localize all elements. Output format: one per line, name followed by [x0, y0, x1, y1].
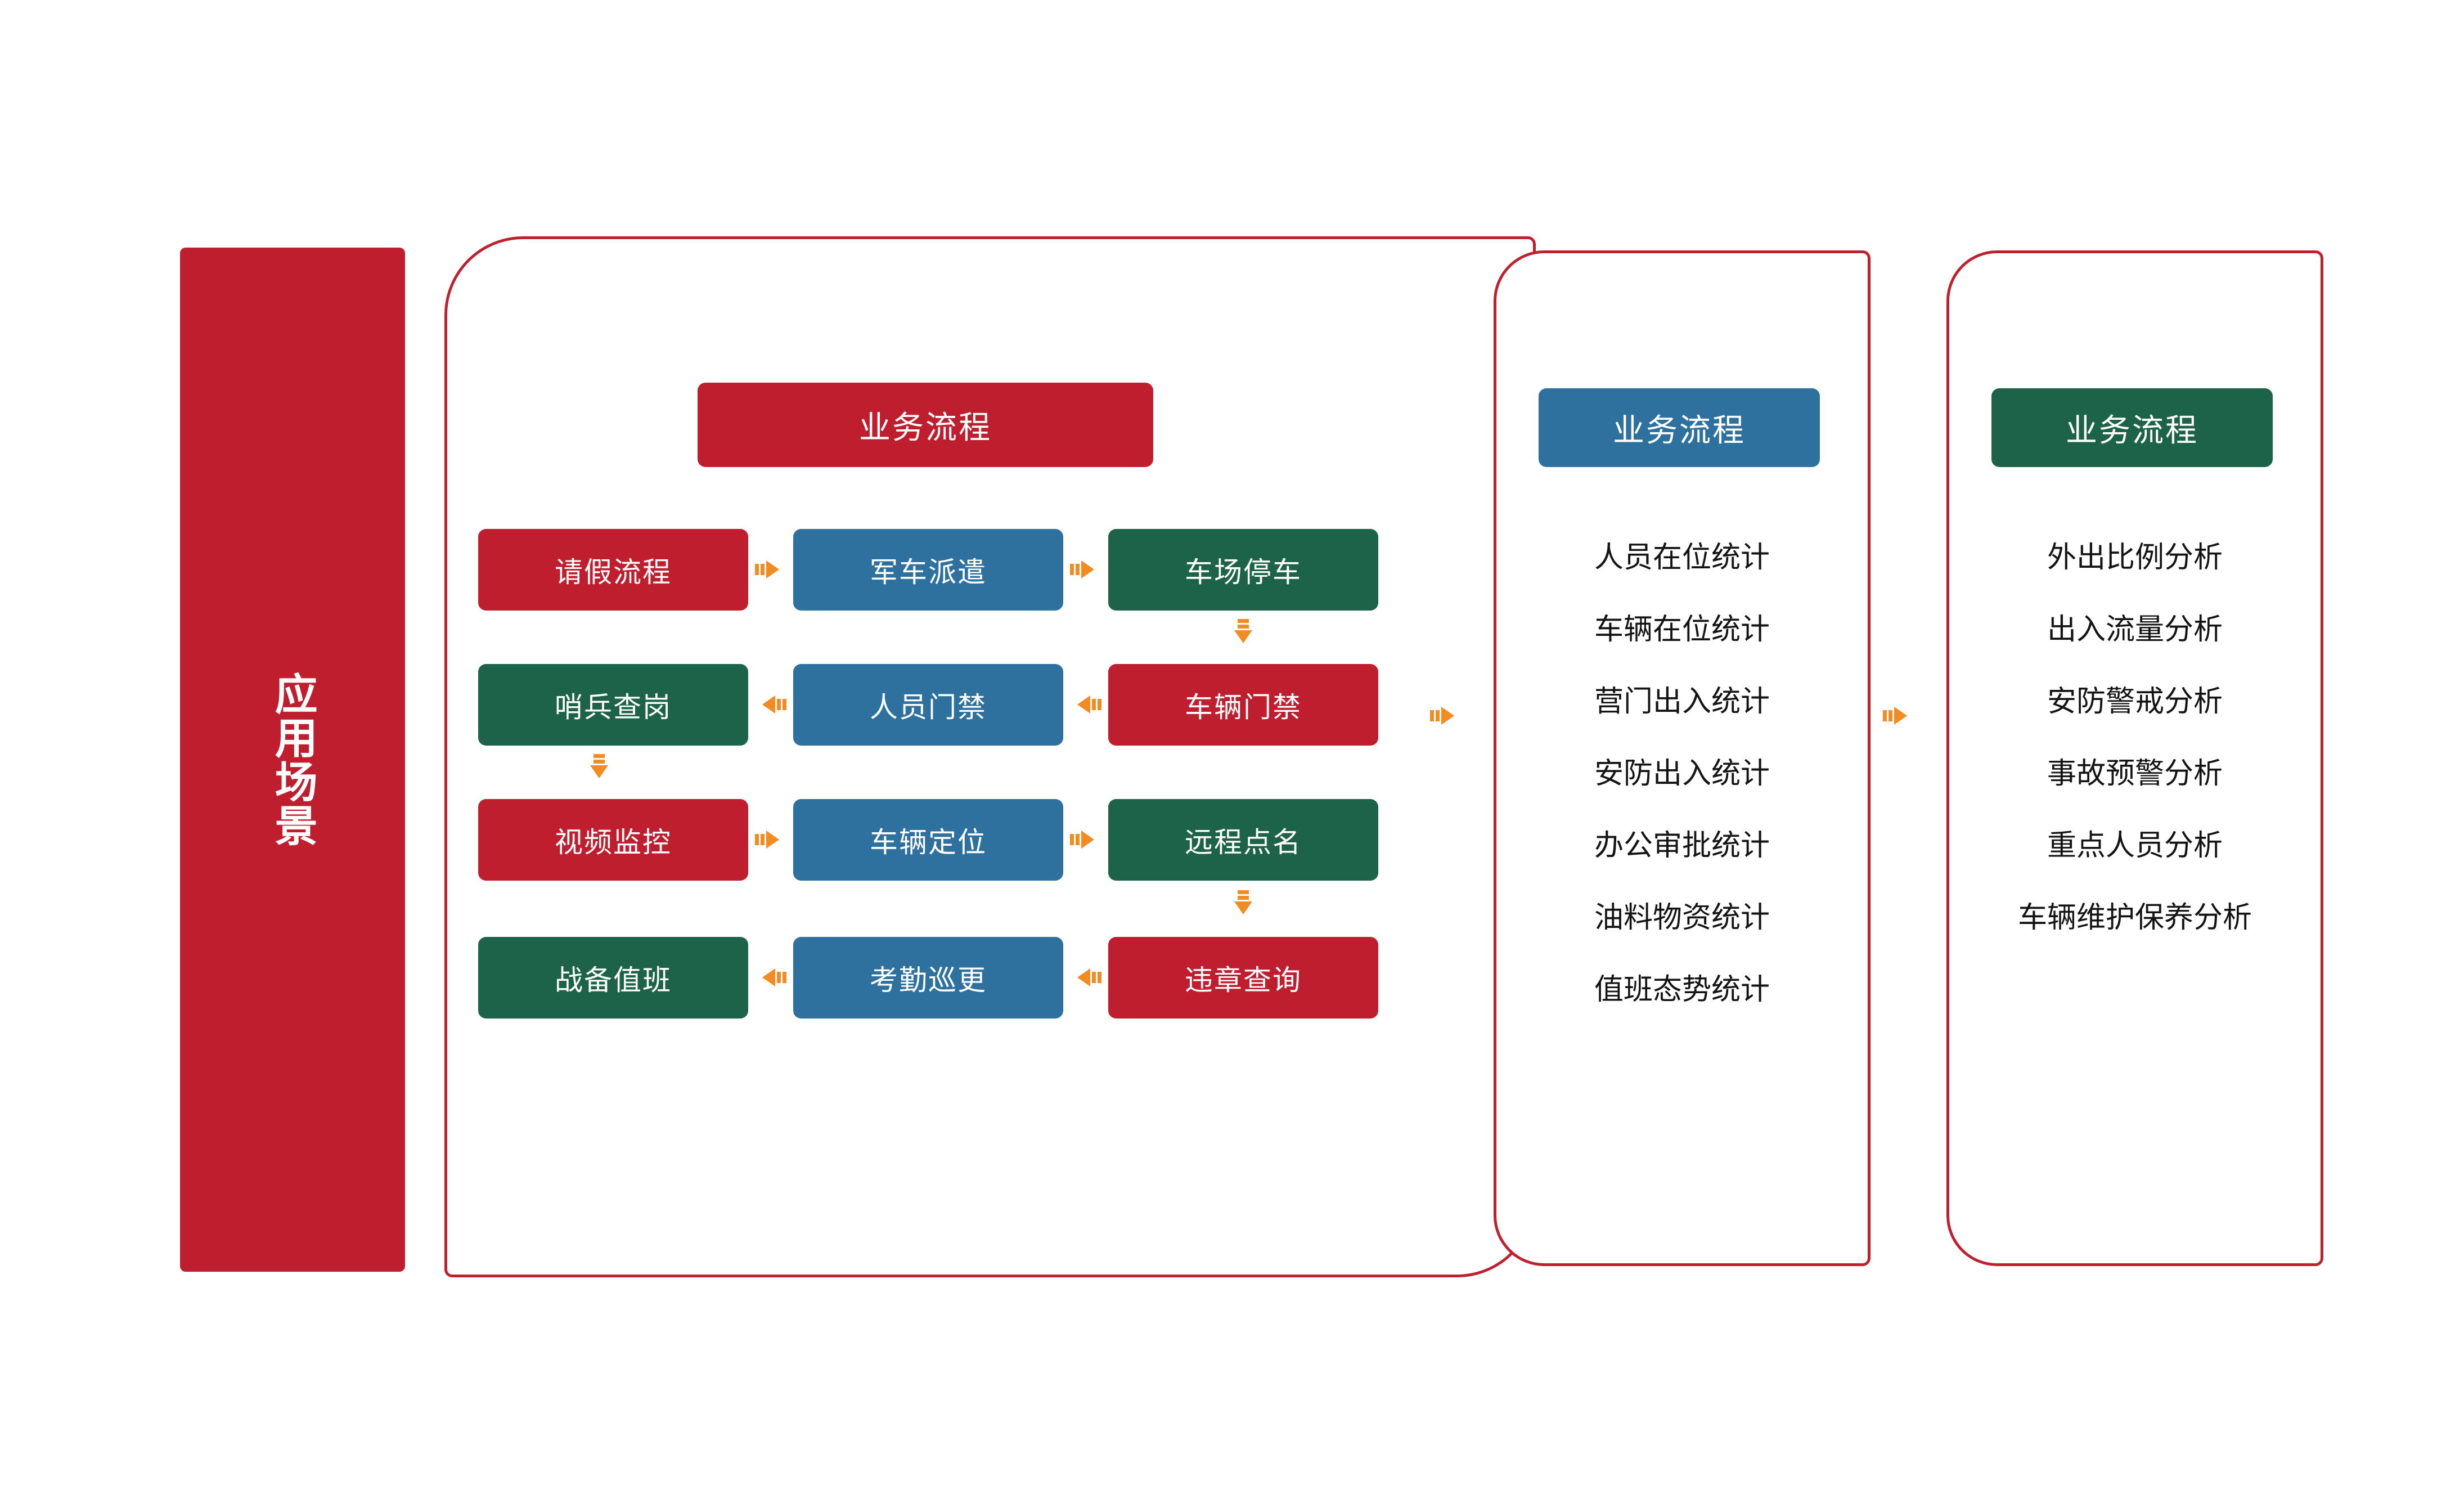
arrow-right-icon: [754, 553, 788, 586]
list-item: 值班态势统计: [1594, 973, 1770, 1007]
flow-box-yuancheng-dianming[interactable]: 远程点名: [1108, 799, 1378, 881]
arrow-right-icon: [754, 823, 788, 856]
list-item: 人员在位统计: [1594, 541, 1770, 575]
list-item: 车辆维护保养分析: [2017, 901, 2252, 935]
arrow-right-icon: [1882, 699, 1916, 733]
arrow-left-icon: [754, 688, 788, 721]
flow-box-cheliang-dingwei[interactable]: 车辆定位: [793, 799, 1063, 881]
list-item: 事故预警分析: [2047, 757, 2223, 791]
arrow-down-icon: [582, 753, 616, 787]
arrow-down-icon: [1226, 889, 1260, 923]
list-item: 车辆在位统计: [1594, 613, 1770, 647]
arrow-down-icon: [1226, 618, 1260, 652]
arrow-right-icon: [1429, 699, 1463, 733]
list-item: 油料物资统计: [1594, 901, 1770, 935]
application-scenario-label: 应用场景: [267, 672, 318, 847]
flow-box-junche-paiqian[interactable]: 军车派遣: [793, 529, 1063, 611]
arrow-left-icon: [1069, 961, 1103, 994]
flow-box-zhanbei-zhiban[interactable]: 战备值班: [478, 937, 748, 1019]
flow-box-renyuan-menjin[interactable]: 人员门禁: [793, 664, 1063, 746]
list-item: 外出比例分析: [2047, 541, 2223, 575]
stats-panel-header: 业务流程: [1539, 388, 1820, 467]
list-item: 重点人员分析: [2047, 829, 2223, 863]
process-panel-header: 业务流程: [698, 383, 1153, 467]
arrow-right-icon: [1069, 823, 1103, 856]
arrow-left-icon: [1069, 688, 1103, 721]
flow-box-kaoqin-xungeng[interactable]: 考勤巡更: [793, 937, 1063, 1019]
list-item: 办公审批统计: [1594, 829, 1770, 863]
analysis-item-list: 外出比例分析 出入流量分析 安防警戒分析 事故预警分析 重点人员分析 车辆维护保…: [1952, 543, 2318, 975]
flow-box-shaobing-chagang[interactable]: 哨兵查岗: [478, 664, 748, 746]
flow-box-cheliang-menjin[interactable]: 车辆门禁: [1108, 664, 1378, 746]
application-scenario-banner: 应用场景: [180, 248, 405, 1272]
list-item: 营门出入统计: [1594, 685, 1770, 719]
list-item: 安防警戒分析: [2047, 685, 2223, 719]
list-item: 出入流量分析: [2047, 613, 2223, 647]
arrow-left-icon: [754, 961, 788, 994]
flow-box-qingjia-liucheng[interactable]: 请假流程: [478, 529, 748, 611]
flow-box-checang-tingche[interactable]: 车场停车: [1108, 529, 1378, 611]
flow-box-weizhang-chaxun[interactable]: 违章查询: [1108, 937, 1378, 1019]
flow-box-shipin-jiankong[interactable]: 视频监控: [478, 799, 748, 881]
arrow-right-icon: [1069, 553, 1103, 586]
analysis-panel-header: 业务流程: [1991, 388, 2273, 467]
stats-item-list: 人员在位统计 车辆在位统计 营门出入统计 安防出入统计 办公审批统计 油料物资统…: [1508, 543, 1856, 1047]
list-item: 安防出入统计: [1594, 757, 1770, 791]
